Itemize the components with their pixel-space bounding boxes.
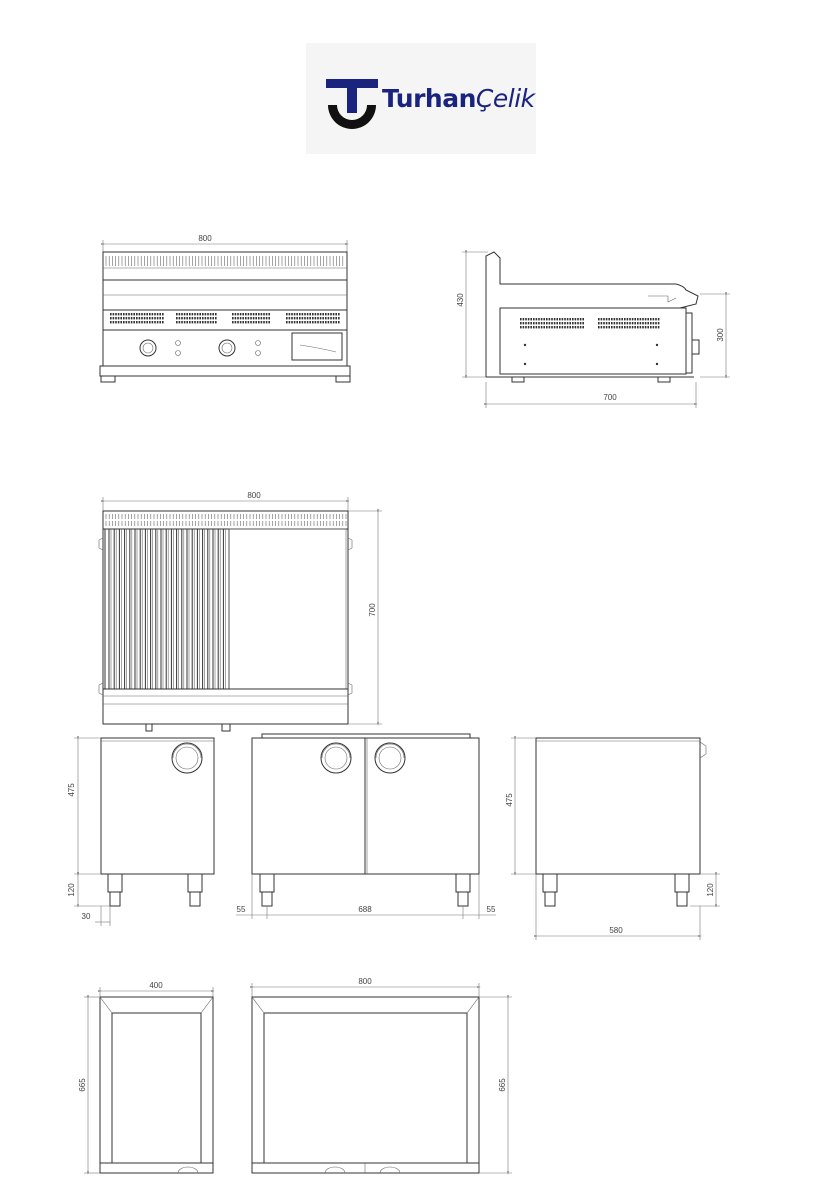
side-depth-label: 700 <box>603 393 617 402</box>
side-view: 430 300 700 <box>456 252 730 408</box>
stand-front-inner-label: 688 <box>358 905 372 914</box>
top-depth-label: 700 <box>368 603 377 617</box>
stand-right-view: 475 120 580 <box>505 738 720 940</box>
plan-large-width-label: 800 <box>358 977 372 986</box>
stand-right-height-label: 475 <box>505 793 514 807</box>
stand-front-right-offset-label: 55 <box>487 905 496 914</box>
top-view: 800 700 <box>99 491 382 731</box>
stand-left-height-label: 475 <box>67 783 76 797</box>
front-width-label: 800 <box>198 234 212 243</box>
front-view: 800 <box>100 234 350 382</box>
top-width-label: 800 <box>247 491 261 500</box>
side-body-height-label: 300 <box>716 328 725 342</box>
plan-large-view: 800 665 <box>252 977 512 1173</box>
stand-right-depth-label: 580 <box>609 926 623 935</box>
stand-left-leg-label: 120 <box>67 883 76 897</box>
plan-small-width-label: 400 <box>149 981 163 990</box>
plan-small-view: 400 665 <box>78 981 213 1173</box>
stand-left-offset-label: 30 <box>82 912 91 921</box>
side-height-label: 430 <box>456 293 465 307</box>
plan-small-depth-label: 665 <box>78 1078 87 1092</box>
stand-right-leg-label: 120 <box>706 883 715 897</box>
stand-left-view: 475 120 30 <box>67 738 214 926</box>
plan-large-depth-label: 665 <box>498 1078 507 1092</box>
stand-front-left-offset-label: 55 <box>237 905 246 914</box>
stand-front-view: 55 688 55 <box>236 734 496 919</box>
